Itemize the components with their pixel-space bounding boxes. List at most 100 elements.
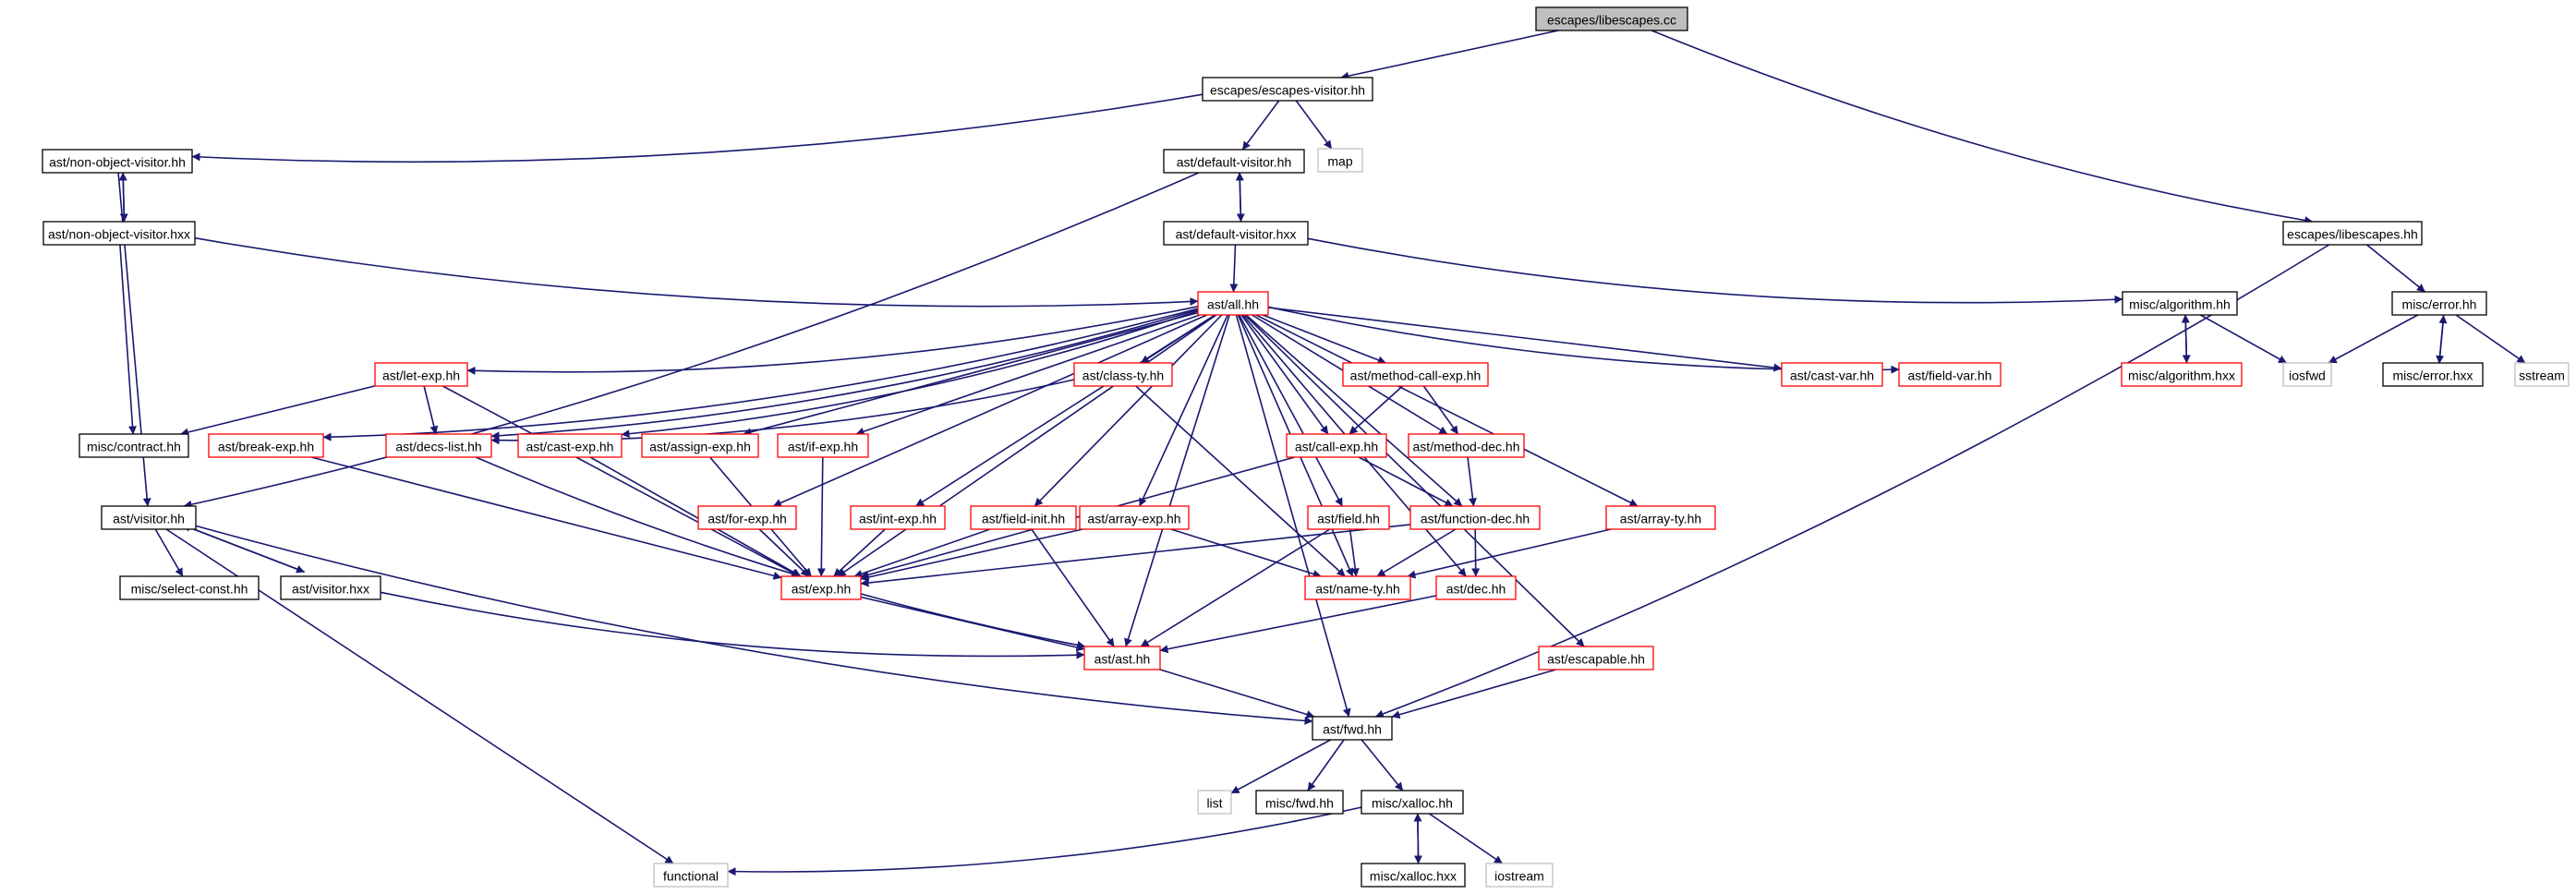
node-ast-class-ty-hh[interactable]: ast/class-ty.hh [1073, 362, 1173, 387]
node-ast-int-exp-hh[interactable]: ast/int-exp.hh [850, 505, 946, 530]
node-ast-field-init-hh[interactable]: ast/field-init.hh [970, 505, 1077, 530]
node-functional[interactable]: functional [653, 863, 729, 888]
edge-ast-let-exp-hh-to-ast-decs-list-hh [423, 385, 439, 435]
node-box [1898, 362, 2002, 387]
edge-ast-let-exp-hh-to-ast-exp-hh [442, 385, 800, 577]
node-box [2282, 221, 2423, 246]
node-label: ast/dec.hh [1446, 582, 1506, 597]
node-label: misc/error.hh [2402, 297, 2477, 312]
node-ast-fwd-hh[interactable]: ast/fwd.hh [1312, 716, 1393, 741]
node-misc-error-hh[interactable]: misc/error.hh [2391, 291, 2487, 316]
node-misc-algorithm-hh[interactable]: misc/algorithm.hh [2122, 291, 2238, 316]
edge-ast-all-hh-to-ast-for-exp-hh [772, 314, 1208, 507]
node-label: ast/cast-var.hh [1790, 368, 1874, 383]
node-ast-decs-list-hh[interactable]: ast/decs-list.hh [385, 433, 492, 458]
edge-ast-function-dec-hh-to-ast-name-ty-hh [1376, 528, 1457, 577]
node-ast-field-hh[interactable]: ast/field.hh [1307, 505, 1390, 530]
node-misc-error-hxx[interactable]: misc/error.hxx [2382, 362, 2484, 387]
node-misc-xalloc-hxx[interactable]: misc/xalloc.hxx [1361, 863, 1466, 888]
node-sstream[interactable]: sstream [2514, 362, 2570, 387]
edge-ast-all-hh-to-ast-if-exp-hh [855, 314, 1201, 436]
node-ast-exp-hh[interactable]: ast/exp.hh [780, 575, 862, 600]
node-misc-algorithm-hxx[interactable]: misc/algorithm.hxx [2121, 362, 2243, 387]
node-ast-default-visitor-hxx[interactable]: ast/default-visitor.hxx [1163, 221, 1309, 246]
node-ast-dec-hh[interactable]: ast/dec.hh [1435, 575, 1517, 600]
node-label: ast/escapable.hh [1547, 652, 1645, 667]
edge-ast-decs-list-hh-to-ast-ast-hh [475, 456, 1086, 649]
node-ast-all-hh[interactable]: ast/all.hh [1197, 291, 1269, 316]
node-ast-function-dec-hh[interactable]: ast/function-dec.hh [1409, 505, 1541, 530]
edge-ast-all-hh-to-ast-array-exp-hh [1139, 314, 1228, 507]
node-box [2382, 362, 2484, 387]
edge-ast-visitor-hxx-to-ast-visitor-hh [182, 524, 305, 574]
edge-ast-field-hh-to-ast-ast-hh [1140, 528, 1331, 647]
node-misc-xalloc-hh[interactable]: misc/xalloc.hh [1361, 790, 1464, 815]
edge-ast-all-hh-to-ast-assign-exp-hh [743, 311, 1199, 437]
node-ast-field-var-hh[interactable]: ast/field-var.hh [1898, 362, 2002, 387]
node-escapes-libescapes-cc[interactable]: escapes/libescapes.cc [1535, 6, 1688, 31]
node-box [1435, 575, 1517, 600]
node-ast-break-exp-hh[interactable]: ast/break-exp.hh [208, 433, 324, 458]
edge-ast-method-dec-hh-to-ast-function-dec-hh [1467, 456, 1477, 507]
node-box [2121, 362, 2243, 387]
edge-ast-fwd-hh-to-list [1230, 739, 1332, 794]
node-misc-select-const-hh[interactable]: misc/select-const.hh [119, 575, 260, 600]
node-ast-for-exp-hh[interactable]: ast/for-exp.hh [697, 505, 797, 530]
node-ast-default-visitor-hh[interactable]: ast/default-visitor.hh [1163, 149, 1305, 174]
node-box [2282, 362, 2332, 387]
node-ast-cast-exp-hh[interactable]: ast/cast-exp.hh [517, 433, 623, 458]
node-label: iosfwd [2289, 368, 2326, 383]
node-box [385, 433, 492, 458]
node-ast-if-exp-hh[interactable]: ast/if-exp.hh [777, 433, 869, 458]
edge-ast-all-hh-to-ast-function-dec-hh [1245, 314, 1463, 507]
edge-ast-array-ty-hh-to-ast-name-ty-hh [1407, 528, 1612, 579]
node-ast-ast-hh[interactable]: ast/ast.hh [1083, 646, 1161, 670]
node-ast-method-dec-hh[interactable]: ast/method-dec.hh [1408, 433, 1525, 458]
node-ast-non-object-visitor-hxx[interactable]: ast/non-object-visitor.hxx [42, 221, 196, 246]
node-box [1197, 790, 1232, 815]
node-iostream[interactable]: iostream [1485, 863, 1554, 888]
node-box [1312, 716, 1393, 741]
node-ast-array-exp-hh[interactable]: ast/array-exp.hh [1079, 505, 1190, 530]
node-misc-fwd-hh[interactable]: misc/fwd.hh [1255, 790, 1344, 815]
node-box [1361, 863, 1466, 888]
node-label: misc/fwd.hh [1265, 796, 1334, 811]
node-label: ast/assign-exp.hh [649, 440, 751, 454]
node-ast-array-ty-hh[interactable]: ast/array-ty.hh [1605, 505, 1716, 530]
node-misc-contract-hh[interactable]: misc/contract.hh [79, 433, 189, 458]
node-label: ast/class-ty.hh [1082, 368, 1164, 383]
node-box [777, 433, 869, 458]
node-list[interactable]: list [1197, 790, 1232, 815]
node-escapes-escapes-visitor-hh[interactable]: escapes/escapes-visitor.hh [1202, 77, 1373, 102]
edge-ast-field-init-hh-to-ast-exp-hh [853, 528, 991, 578]
node-box [119, 575, 260, 600]
node-box [2122, 291, 2238, 316]
node-label: iostream [1494, 869, 1544, 884]
node-ast-visitor-hxx[interactable]: ast/visitor.hxx [280, 575, 381, 600]
node-map[interactable]: map [1317, 148, 1363, 173]
node-box [1307, 505, 1390, 530]
node-ast-cast-var-hh[interactable]: ast/cast-var.hh [1781, 362, 1883, 387]
node-ast-let-exp-hh[interactable]: ast/let-exp.hh [374, 362, 468, 387]
node-iosfwd[interactable]: iosfwd [2282, 362, 2332, 387]
node-ast-method-call-exp-hh[interactable]: ast/method-call-exp.hh [1342, 362, 1489, 387]
node-ast-call-exp-hh[interactable]: ast/call-exp.hh [1286, 433, 1387, 458]
node-label: ast/let-exp.hh [382, 368, 460, 383]
edge-ast-array-exp-hh-to-ast-exp-hh [860, 528, 1083, 582]
node-label: list [1206, 796, 1222, 811]
edge-ast-call-exp-hh-to-ast-function-dec-hh [1358, 456, 1454, 507]
node-ast-non-object-visitor-hh[interactable]: ast/non-object-visitor.hh [42, 149, 193, 174]
node-box [970, 505, 1077, 530]
node-ast-name-ty-hh[interactable]: ast/name-ty.hh [1304, 575, 1411, 600]
edge-ast-all-hh-to-ast-field-init-hh [1034, 314, 1223, 507]
node-box [1538, 646, 1654, 670]
node-ast-assign-exp-hh[interactable]: ast/assign-exp.hh [641, 433, 759, 458]
node-label: ast/field-init.hh [982, 512, 1065, 526]
node-ast-escapable-hh[interactable]: ast/escapable.hh [1538, 646, 1654, 670]
node-ast-visitor-hh[interactable]: ast/visitor.hh [101, 505, 197, 530]
node-escapes-libescapes-hh[interactable]: escapes/libescapes.hh [2282, 221, 2423, 246]
edge-ast-cast-exp-hh-to-ast-exp-hh [589, 456, 802, 577]
edge-ast-non-object-visitor-hh-to-ast-visitor-hh [117, 172, 151, 507]
edge-ast-fwd-hh-to-misc-xalloc-hh [1361, 739, 1404, 791]
edge-ast-for-exp-hh-to-ast-exp-hh [758, 528, 810, 577]
